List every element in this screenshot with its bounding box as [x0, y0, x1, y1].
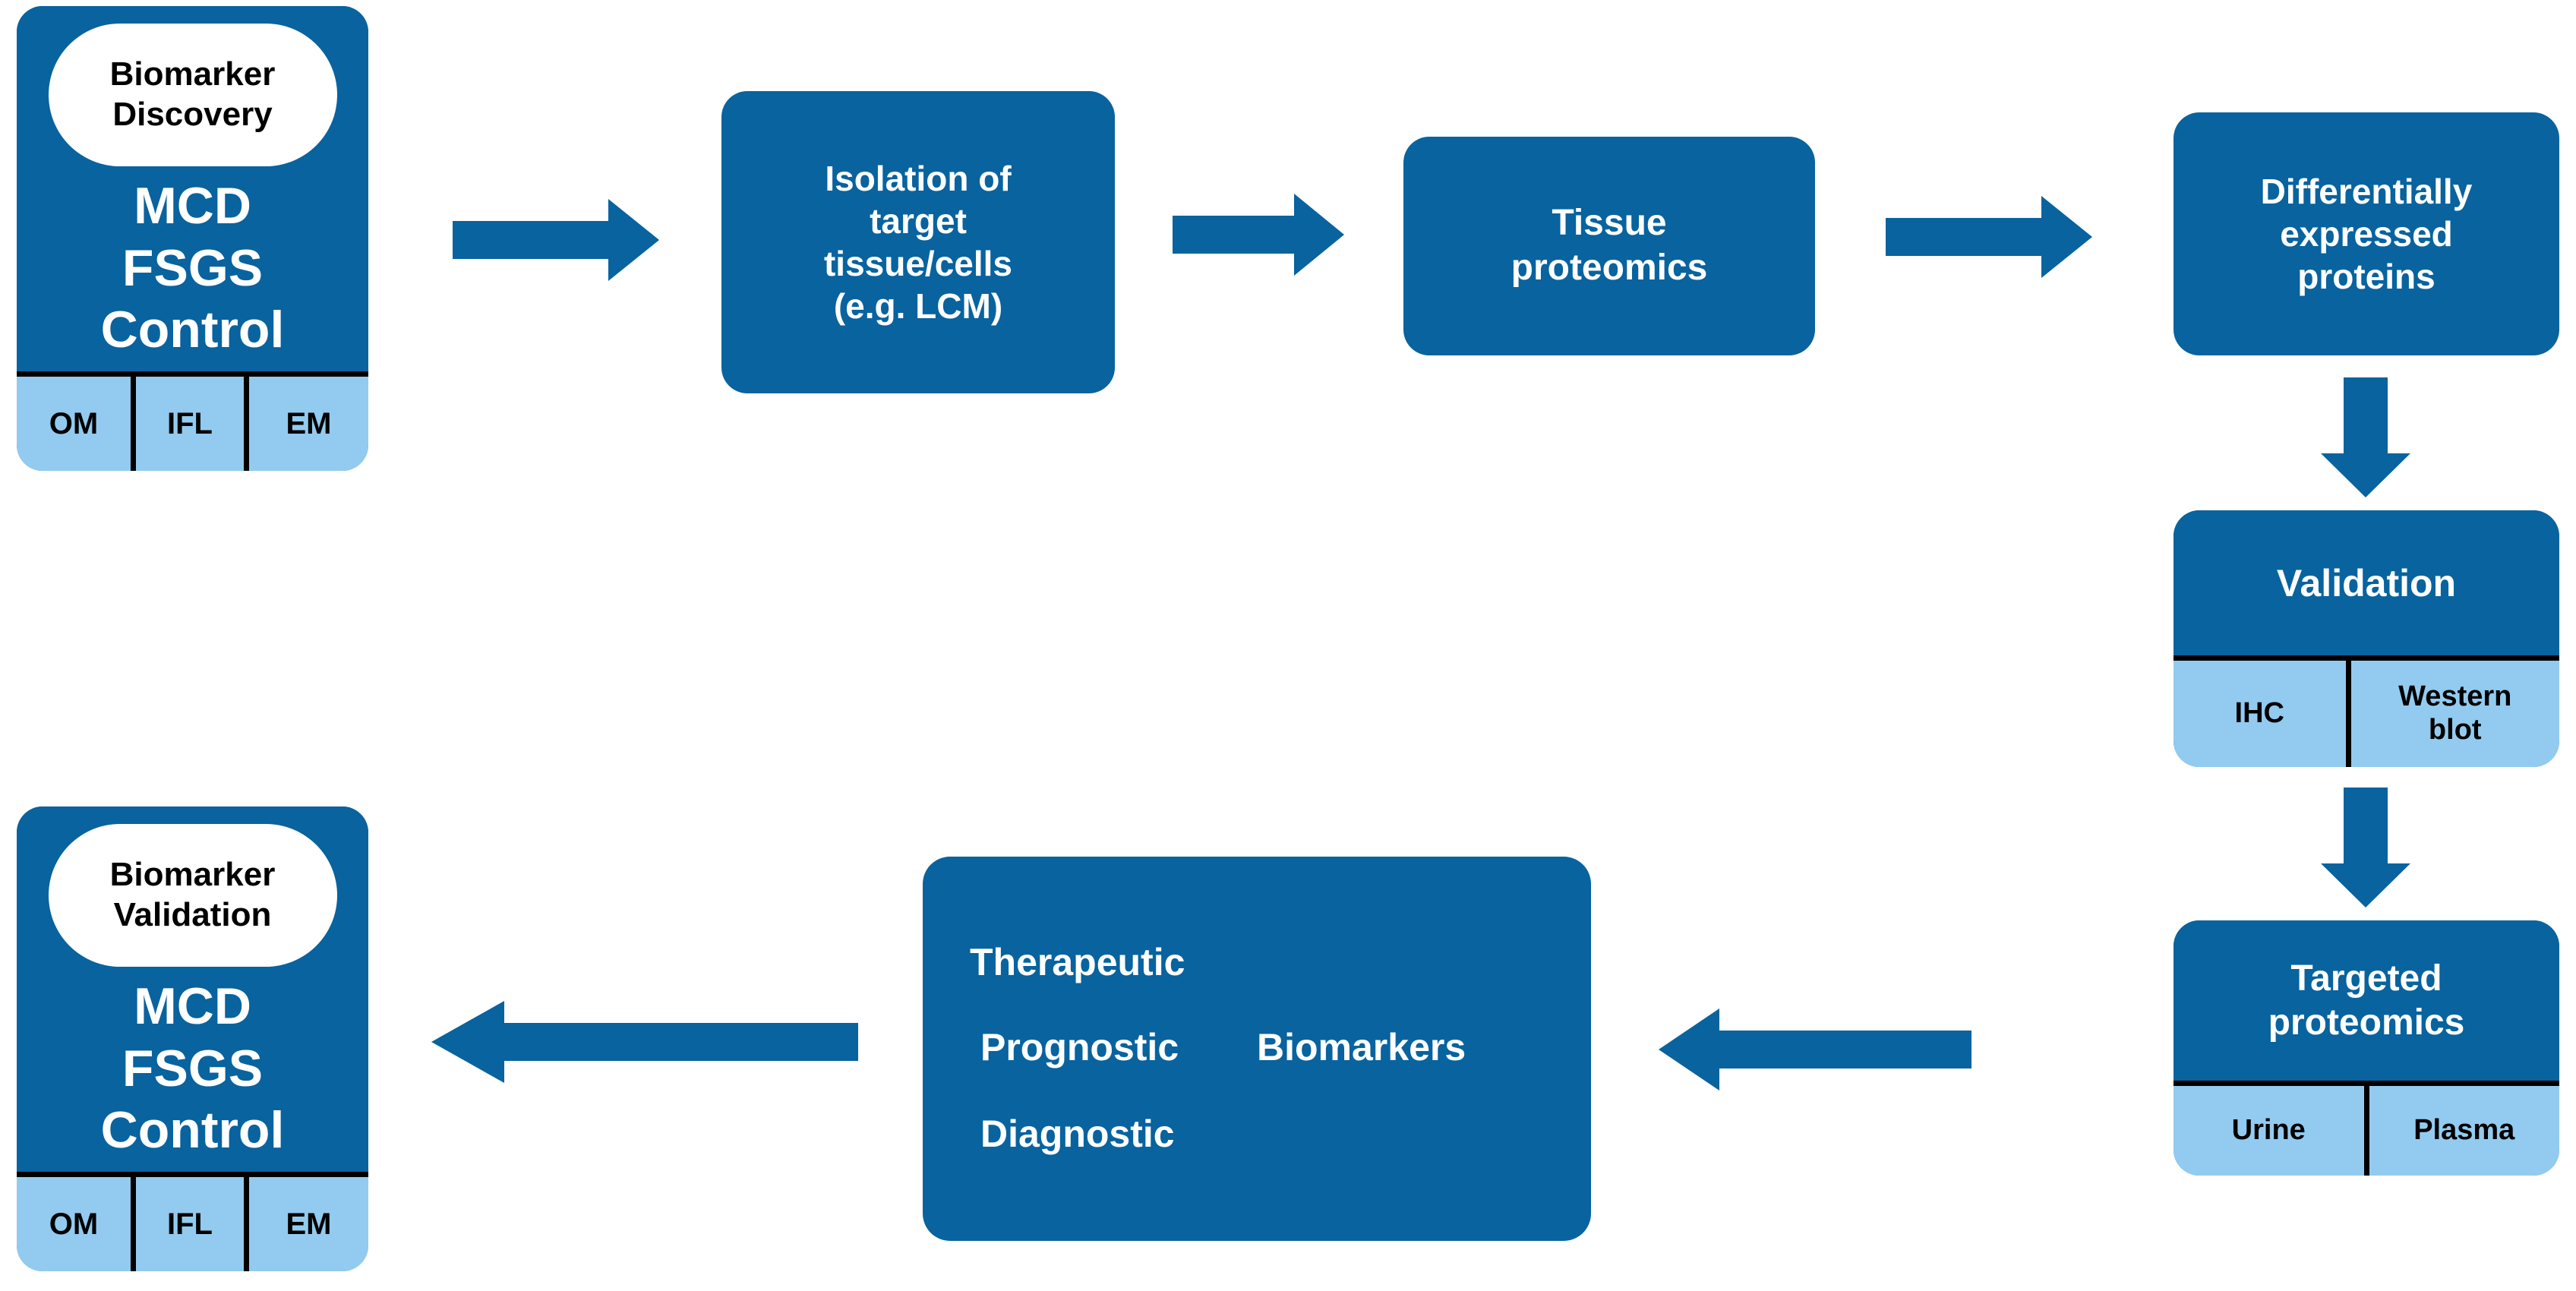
- biomarker-type-prognostic: Prognostic: [980, 1026, 1179, 1068]
- biomarkers-box[interactable]: Therapeutic Prognostic Biomarkers Diagno…: [923, 857, 1591, 1241]
- tissue-proteomics-line-2: proteomics: [1511, 248, 1708, 288]
- targeted-proteomics-line-2: proteomics: [2268, 1002, 2465, 1043]
- isolation-box[interactable]: Isolation of target tissue/cells (e.g. L…: [721, 91, 1115, 393]
- validation-result-cell-om-label: OM: [49, 1207, 99, 1241]
- discovery-cell-om[interactable]: OM: [17, 377, 131, 471]
- validation-cell-ihc[interactable]: IHC: [2174, 661, 2346, 767]
- discovery-pill-line-2: Discovery: [112, 96, 273, 134]
- discovery-cell-em[interactable]: EM: [244, 377, 368, 471]
- biomarker-type-therapeutic: Therapeutic: [970, 941, 1185, 983]
- isolation-line-2: target: [870, 200, 967, 241]
- discovery-cell-em-label: EM: [286, 407, 332, 440]
- arrow-biomarkers-to-validation-result: [431, 1001, 858, 1083]
- validation-group-control: Control: [100, 1101, 285, 1160]
- arrow-dep-to-validation: [2321, 377, 2410, 497]
- discovery-pill-line-1: Biomarker: [109, 55, 276, 93]
- discovery-cell-om-label: OM: [49, 407, 99, 440]
- arrow-isolation-to-tissue-proteomics: [1173, 194, 1344, 276]
- targeted-cell-urine-label: Urine: [2231, 1114, 2306, 1147]
- tissue-proteomics-box[interactable]: Tissue proteomics: [1403, 137, 1815, 355]
- validation-result-header: Biomarker Validation MCD FSGS Control: [17, 806, 368, 1172]
- validation-result-cell-ifl[interactable]: IFL: [131, 1177, 244, 1271]
- validation-result-cell-ifl-label: IFL: [167, 1207, 213, 1241]
- validation-box-footer: IHC Western blot: [2174, 655, 2559, 767]
- tissue-proteomics-line-1: Tissue: [1552, 203, 1667, 244]
- targeted-cell-urine[interactable]: Urine: [2174, 1086, 2364, 1176]
- arrow-discovery-to-isolation: [453, 199, 659, 281]
- biomarker-validation-pill: Biomarker Validation: [48, 824, 337, 967]
- validation-result-cell-em-label: EM: [286, 1207, 332, 1241]
- discovery-cell-ifl-label: IFL: [167, 407, 213, 440]
- validation-pill-line-2: Validation: [113, 896, 272, 934]
- biomarker-discovery-pill: Biomarker Discovery: [48, 24, 337, 167]
- validation-title: Validation: [2276, 561, 2457, 604]
- targeted-cell-plasma-label: Plasma: [2413, 1114, 2515, 1147]
- dep-line-3: proteins: [2297, 257, 2436, 297]
- arrow-targeted-proteomics-to-biomarkers: [1659, 1008, 1971, 1091]
- validation-cell-western-blot[interactable]: Western blot: [2345, 661, 2560, 767]
- validation-result-cell-om[interactable]: OM: [17, 1177, 131, 1271]
- validation-result-footer: OM IFL EM: [17, 1172, 368, 1271]
- discovery-box-header: Biomarker Discovery MCD FSGS Control: [17, 6, 368, 371]
- dep-line-1: Differentially: [2260, 171, 2473, 211]
- validation-cell-western-blot-label: Western blot: [2398, 680, 2512, 746]
- targeted-proteomics-header: Targeted proteomics: [2174, 920, 2559, 1081]
- biomarker-discovery-box[interactable]: Biomarker Discovery MCD FSGS Control OM …: [17, 6, 368, 471]
- targeted-proteomics-footer: Urine Plasma: [2174, 1081, 2559, 1176]
- validation-result-cell-em[interactable]: EM: [244, 1177, 368, 1271]
- targeted-cell-plasma[interactable]: Plasma: [2363, 1086, 2560, 1176]
- dep-line-2: expressed: [2280, 213, 2453, 254]
- arrow-tissue-proteomics-to-dep: [1886, 196, 2092, 278]
- biomarkers-label: Biomarkers: [1257, 1026, 1466, 1068]
- validation-cell-ihc-label: IHC: [2234, 697, 2284, 730]
- validation-pill-line-1: Biomarker: [109, 856, 276, 894]
- validation-box-header: Validation: [2174, 510, 2559, 655]
- biomarker-type-diagnostic: Diagnostic: [980, 1113, 1175, 1155]
- isolation-line-4: (e.g. LCM): [833, 286, 1003, 327]
- discovery-group-fsgs: FSGS: [122, 238, 264, 297]
- validation-group-fsgs: FSGS: [122, 1039, 264, 1097]
- targeted-proteomics-box[interactable]: Targeted proteomics Urine Plasma: [2174, 920, 2559, 1176]
- discovery-box-footer: OM IFL EM: [17, 371, 368, 471]
- arrow-validation-to-targeted-proteomics: [2321, 788, 2410, 907]
- discovery-cell-ifl[interactable]: IFL: [131, 377, 244, 471]
- targeted-proteomics-line-1: Targeted: [2290, 958, 2442, 999]
- differentially-expressed-proteins-box[interactable]: Differentially expressed proteins: [2174, 112, 2559, 355]
- isolation-line-3: tissue/cells: [823, 244, 1013, 283]
- discovery-group-control: Control: [100, 301, 285, 359]
- discovery-group-mcd: MCD: [134, 177, 251, 235]
- validation-box[interactable]: Validation IHC Western blot: [2174, 510, 2559, 767]
- biomarker-validation-box[interactable]: Biomarker Validation MCD FSGS Control OM…: [17, 806, 368, 1271]
- isolation-line-1: Isolation of: [825, 158, 1012, 198]
- validation-group-mcd: MCD: [134, 977, 251, 1036]
